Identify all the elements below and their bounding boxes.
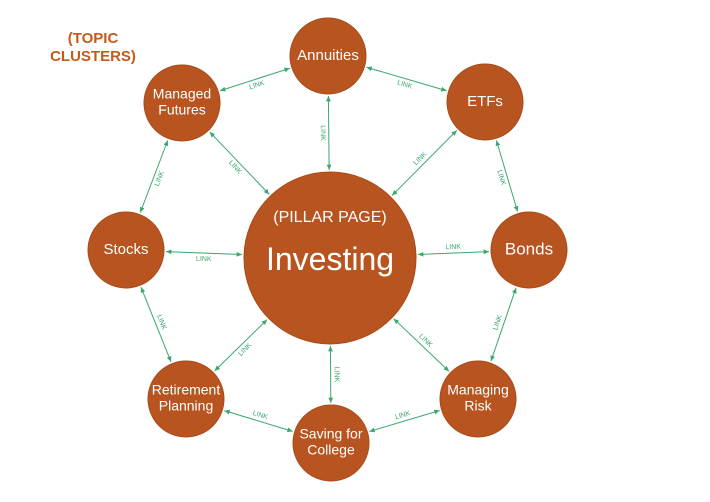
link-arrow-retirement-planning-stocks — [140, 286, 172, 363]
topic-node-managing-risk[interactable] — [439, 360, 517, 438]
link-arrow-managing-risk-pillar — [393, 318, 450, 372]
topic-node-managed-futures[interactable] — [143, 64, 221, 142]
topic-node-annuities[interactable] — [289, 17, 367, 95]
topic-node-saving-for-college[interactable] — [292, 404, 370, 482]
link-label-annuities-pillar: LINK — [319, 125, 326, 141]
topic-label-managing-risk-0: Managing — [447, 382, 509, 398]
topic-node-stocks[interactable] — [87, 211, 165, 289]
topic-label-retirement-planning-0: Retirement — [152, 382, 221, 398]
link-arrow-annuities-pillar — [326, 95, 332, 171]
link-arrow-stocks-managed-futures — [139, 140, 169, 213]
topic-label-bonds-0: Bonds — [505, 239, 553, 258]
link-arrow-managing-risk-saving-for-college — [369, 409, 440, 433]
pillar-page-label: (PILLAR PAGE) — [273, 209, 387, 226]
nodes-layer: (PILLAR PAGE) Investing AnnuitiesETFsBonds… — [87, 17, 568, 482]
pillar-title: Investing — [266, 241, 394, 277]
link-arrow-etfs-pillar — [391, 130, 458, 196]
link-arrow-stocks-pillar — [165, 249, 243, 257]
link-label-etfs-bonds: LINK — [495, 169, 506, 186]
topic-label-stocks-0: Stocks — [103, 241, 148, 258]
link-arrow-managed-futures-pillar — [209, 131, 270, 195]
topic-label-managed-futures-0: Managed — [153, 86, 211, 102]
link-label-annuities-etfs: LINK — [396, 80, 413, 91]
link-label-stocks-pillar: LINK — [196, 256, 212, 264]
link-label-saving-for-college-pillar: LINK — [333, 367, 340, 383]
topic-node-etfs[interactable] — [446, 63, 524, 141]
topic-label-saving-for-college-0: Saving for — [299, 426, 362, 442]
link-arrow-etfs-bonds — [495, 140, 519, 212]
topic-label-etfs-0: ETFs — [467, 93, 503, 110]
link-arrow-bonds-pillar — [417, 249, 490, 257]
topic-node-retirement-planning[interactable] — [147, 360, 225, 438]
link-arrow-retirement-planning-pillar — [214, 319, 268, 372]
link-label-managed-futures-pillar: LINK — [227, 159, 243, 175]
topic-label-annuities-0: Annuities — [297, 47, 359, 64]
topic-node-bonds[interactable] — [490, 211, 568, 289]
topic-label-managed-futures-1: Futures — [158, 102, 205, 118]
link-arrow-saving-for-college-retirement-planning — [224, 409, 293, 433]
link-arrow-managed-futures-annuities — [219, 67, 291, 92]
link-label-managed-futures-annuities: LINK — [248, 80, 265, 92]
link-label-saving-for-college-retirement-planning: LINK — [252, 410, 269, 421]
heading-line-1: (TOPIC — [67, 30, 119, 47]
pillar-node-circle[interactable] — [243, 171, 417, 345]
link-label-retirement-planning-stocks: LINK — [155, 314, 167, 331]
link-label-bonds-pillar: LINK — [445, 244, 461, 252]
link-label-bonds-managing-risk: LINK — [492, 314, 504, 331]
topic-label-retirement-planning-1: Planning — [159, 398, 214, 414]
link-label-managing-risk-saving-for-college: LINK — [394, 410, 411, 421]
topic-clusters-heading: (TOPIC CLUSTERS) — [38, 30, 148, 66]
link-label-managing-risk-pillar: LINK — [417, 333, 433, 349]
link-label-etfs-pillar: LINK — [412, 151, 428, 167]
link-arrow-bonds-managing-risk — [490, 287, 517, 362]
links-layer: LINK LINK LINK LINK LINK LINK LINK LINK LINK LINK… — [139, 66, 519, 433]
link-arrow-annuities-etfs — [366, 66, 447, 92]
topic-label-saving-for-college-1: College — [307, 442, 355, 458]
heading-line-2: CLUSTERS) — [50, 48, 136, 65]
link-label-retirement-planning-pillar: LINK — [237, 342, 253, 358]
topic-label-managing-risk-1: Risk — [464, 398, 492, 414]
